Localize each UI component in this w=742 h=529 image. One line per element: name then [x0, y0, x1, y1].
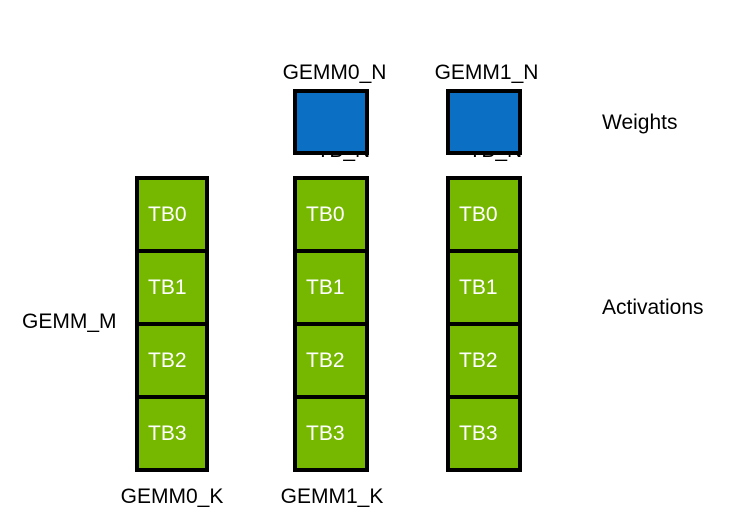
tb-cell: TB3: [139, 399, 205, 468]
top-label-gemm0-n-line1: GEMM0_N: [282, 61, 387, 84]
weight-block-gemm1: [446, 89, 522, 155]
tb-cell-label: TB2: [306, 349, 345, 372]
tb-cell: TB3: [297, 399, 365, 468]
tb-cell: TB0: [297, 180, 365, 253]
tb-cell-label: TB1: [459, 276, 498, 299]
tb-cell-label: TB2: [148, 349, 187, 372]
bottom-label-gemm1-k: GEMM1_K: [280, 485, 384, 508]
tb-cell: TB1: [450, 253, 518, 326]
tb-cell-label: TB0: [148, 203, 187, 226]
tb-cell: TB3: [450, 399, 518, 468]
tb-cell-label: TB1: [306, 276, 345, 299]
activation-column-2: TB0 TB1 TB2 TB3: [446, 176, 522, 472]
tb-cell-label: TB2: [459, 349, 498, 372]
tb-cell: TB2: [297, 326, 365, 399]
top-label-gemm1-n-line1: GEMM1_N: [434, 61, 539, 84]
tb-cell: TB2: [450, 326, 518, 399]
tb-cell-label: TB1: [148, 276, 187, 299]
tb-cell: TB0: [450, 180, 518, 253]
side-label-weights: Weights: [602, 111, 678, 134]
tb-cell-label: TB3: [459, 422, 498, 445]
tb-cell: TB2: [139, 326, 205, 399]
tb-cell-label: TB0: [459, 203, 498, 226]
weight-block-gemm0: [293, 89, 369, 155]
tb-cell-label: TB3: [306, 422, 345, 445]
side-label-activations: Activations: [602, 296, 704, 319]
tb-cell: TB1: [139, 253, 205, 326]
tb-cell: TB0: [139, 180, 205, 253]
left-label-gemm-m: GEMM_M: [22, 310, 117, 333]
tb-cell: TB1: [297, 253, 365, 326]
bottom-label-gemm0-k: GEMM0_K: [120, 485, 224, 508]
activation-column-1: TB0 TB1 TB2 TB3: [293, 176, 369, 472]
tb-cell-label: TB3: [148, 422, 187, 445]
activation-column-0: TB0 TB1 TB2 TB3: [135, 176, 209, 472]
tb-cell-label: TB0: [306, 203, 345, 226]
